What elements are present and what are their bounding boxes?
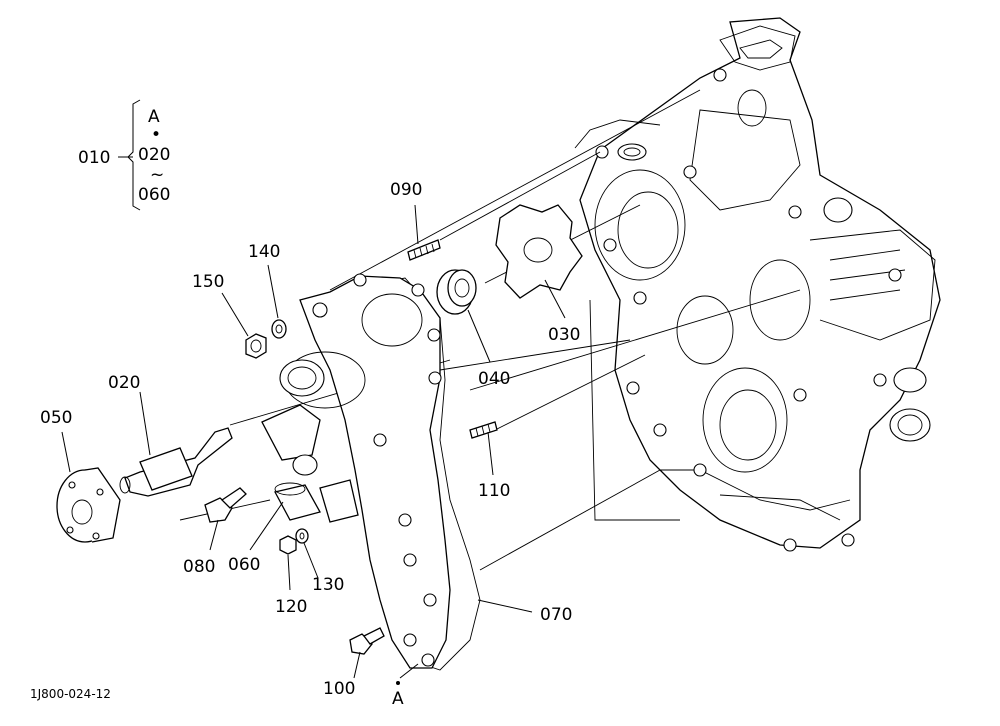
drawing-code: 1J800-024-12 [30,687,111,701]
group-from: 020 [138,145,170,165]
gear-case [574,17,941,552]
part-030-impeller [495,204,583,299]
label-100: 100 [323,679,355,699]
label-070: 070 [540,605,572,625]
label-150: 150 [192,272,224,292]
label-080: 080 [183,557,215,577]
label-050: 050 [40,408,72,428]
assembly-group-bracket: A • 020 ~ 060 [127,99,170,211]
part-150-nut [245,333,267,359]
label-040: 040 [478,369,510,389]
part-110-stud [469,421,498,439]
label-020: 020 [108,373,140,393]
label-010: 010 [78,148,110,168]
part-020-shaft-bearing [119,427,233,497]
label-120: 120 [275,597,307,617]
part-050-flange [56,467,121,543]
part-090-stud [407,239,441,261]
label-140: 140 [248,242,280,262]
part-080-bolt [204,487,247,523]
part-040-seal [436,269,477,315]
group-ref-a: A [148,107,160,127]
label-110: 110 [478,481,510,501]
group-tilde: ~ [150,165,164,185]
group-dot: • [151,125,161,145]
part-130-washer [295,528,309,544]
part-100-bolt [349,627,385,655]
ref-a-dot [396,681,400,685]
part-120-nut [279,535,297,555]
part-140-washer [271,319,287,339]
label-090: 090 [390,180,422,200]
leader-lines [61,156,566,679]
group-to: 060 [138,185,170,205]
label-060: 060 [228,555,260,575]
label-030: 030 [548,325,580,345]
label-130: 130 [312,575,344,595]
ref-mark-a: A [392,689,404,709]
part-060-pipe [274,482,321,521]
water-pump-body [261,273,451,669]
